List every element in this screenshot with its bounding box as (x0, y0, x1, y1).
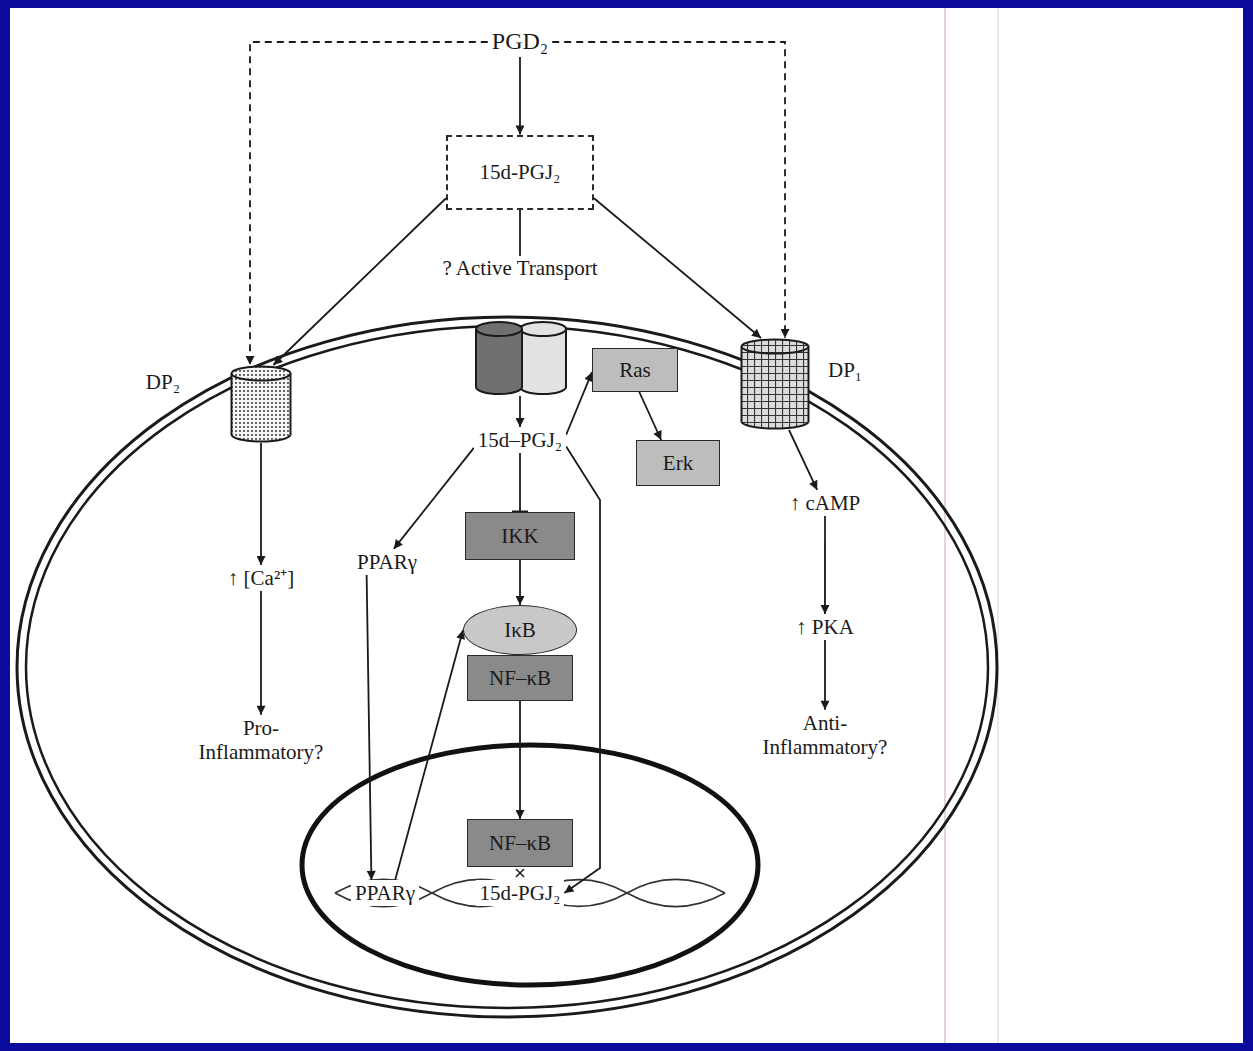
cylinder-top (742, 340, 809, 354)
gene-label: 15d-PGJ₂ (476, 880, 565, 906)
dna-strand (335, 880, 725, 907)
outcome-label: Anti- Inflammatory? (750, 710, 900, 760)
node-label: 15d–PGJ₂ (478, 428, 562, 452)
cylinder-top (476, 322, 522, 336)
connector (566, 372, 592, 435)
node-label: Anti- Inflammatory? (763, 711, 888, 759)
node-label: IKK (501, 524, 538, 548)
kinase-label: ↑ PKA (792, 614, 858, 640)
connector (394, 448, 474, 549)
cylinder-side (231, 374, 233, 435)
receptor: DP₂ (230, 365, 292, 443)
node-label: IκB (504, 618, 536, 642)
node-label: DP₁ (826, 358, 864, 382)
connector (789, 430, 817, 490)
node-label: 15d-PGJ₂ (480, 160, 561, 184)
transporter-cylinder (476, 322, 522, 394)
transporter-cylinder (520, 322, 566, 394)
node-label: ↑ PKA (796, 615, 854, 639)
node-label: Pro- Inflammatory? (199, 716, 324, 764)
messenger-label: ↑ cAMP (786, 490, 865, 516)
cylinder-side (565, 329, 567, 387)
cylinder-top (520, 322, 566, 336)
node-label: DP₂ (144, 370, 182, 394)
cylinder-side (290, 374, 292, 435)
receptor: DP₁ (740, 338, 810, 430)
connector (260, 591, 262, 715)
outcome-label: Pro- Inflammatory? (186, 715, 336, 765)
inhibitor-ellipse: IκB (463, 605, 577, 655)
dna-strand (335, 880, 725, 907)
cylinder-body (476, 329, 522, 387)
messenger-label: ↑ [Ca²⁺] (224, 565, 298, 591)
x-mark (516, 869, 524, 877)
node-label: PPARγ (357, 550, 417, 574)
node-label: 15d-PGJ₂ (480, 881, 561, 905)
connector (639, 392, 661, 440)
connector (519, 57, 521, 135)
receptor-shape (740, 338, 810, 430)
cylinder-side (475, 329, 477, 387)
connector (519, 560, 521, 605)
kinase-box: Ras (592, 348, 678, 392)
metabolite-label: 15d–PGJ₂ (474, 427, 566, 453)
node-label: ? Active Transport (439, 256, 600, 280)
receptor-cylinder (232, 367, 291, 442)
node-label: PGD₂ (492, 28, 548, 54)
kinase-box: Erk (636, 440, 720, 486)
transporter-shape (420, 320, 620, 396)
cylinder-side (741, 347, 743, 422)
cell-membrane (17, 317, 997, 1017)
cylinder-side (521, 329, 523, 387)
connector (367, 575, 372, 880)
slide-panel (10, 8, 1243, 1043)
transporter: ? Active Transport (420, 256, 620, 396)
receptor-cylinder (742, 340, 809, 429)
inhibition-connector (519, 453, 521, 512)
cell-membrane (26, 326, 988, 1008)
divider-line (997, 8, 999, 1043)
cylinder-body (232, 374, 291, 435)
metabolite-box: 15d-PGJ₂ (446, 135, 594, 210)
connector (395, 630, 463, 880)
node-label: NF–κB (489, 831, 551, 855)
ligand-label: PGD₂ (488, 27, 552, 57)
connector (519, 701, 521, 819)
node-label: NF–κB (489, 666, 551, 690)
cylinder-body (742, 347, 809, 422)
cylinder-top (232, 367, 291, 381)
receptor-shape (230, 365, 292, 443)
connector (273, 198, 446, 365)
gene-label: PPARγ (351, 880, 419, 906)
connector (594, 198, 761, 338)
kinase-box: IKK (465, 512, 575, 560)
factor-box: NF–κB (467, 819, 573, 867)
connector (519, 396, 521, 427)
cylinder-body (520, 329, 566, 387)
connector (519, 210, 521, 257)
cylinder-side (808, 347, 810, 422)
node-label: Erk (663, 451, 693, 475)
connector (260, 443, 262, 565)
node-label: ↑ [Ca²⁺] (228, 566, 294, 590)
node-label: ↑ cAMP (790, 491, 861, 515)
node-label: PPARγ (355, 881, 415, 905)
node-label: Ras (619, 358, 651, 382)
factor-box: NF–κB (467, 655, 573, 701)
receptor-label: PPARγ (353, 549, 421, 575)
connector (824, 640, 826, 710)
connector (824, 516, 826, 614)
